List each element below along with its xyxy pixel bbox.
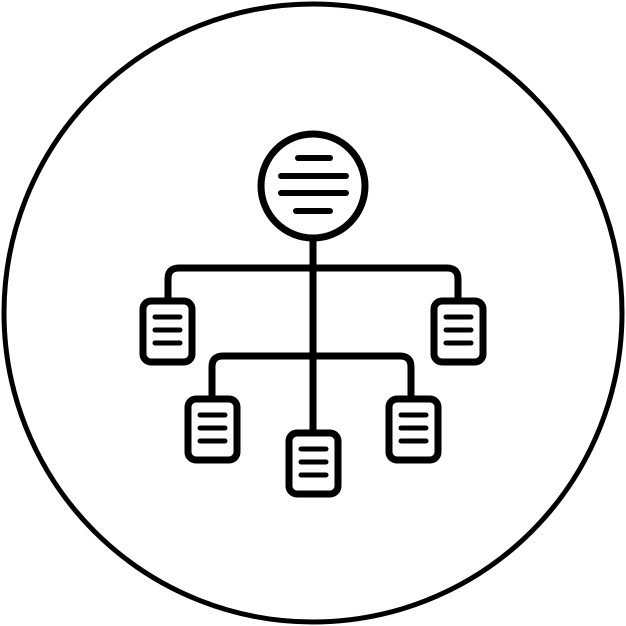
root-node-icon: [257, 130, 369, 242]
document-node-center-bottom: [285, 429, 342, 498]
document-node-left-top: [139, 297, 196, 366]
document-node-right-top: [430, 297, 487, 366]
document-node-left-bottom: [184, 395, 241, 464]
connector-lines: [164, 234, 462, 437]
document-node-right-bottom: [385, 395, 442, 464]
